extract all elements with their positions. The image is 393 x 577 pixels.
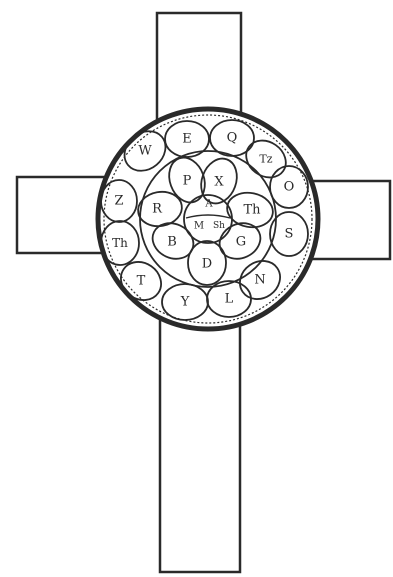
outer-letter-e: E: [182, 132, 192, 147]
outer-letter-o: O: [284, 180, 295, 195]
middle-letter-g: G: [236, 235, 246, 250]
outer-letter-s: S: [285, 227, 294, 242]
outer-letter-tz: Tz: [259, 153, 272, 166]
middle-letter-p: P: [183, 174, 192, 189]
middle-letter-th: Th: [243, 203, 261, 218]
center-letter-sh: Sh: [213, 221, 225, 231]
middle-letter-d: D: [202, 257, 212, 272]
outer-letter-t: T: [137, 274, 146, 289]
outer-letter-th: Th: [112, 236, 128, 250]
outer-letter-l: L: [225, 292, 234, 307]
center-letter-m: M: [194, 221, 204, 232]
middle-letter-r: R: [152, 202, 163, 217]
outer-letter-w: W: [138, 144, 152, 159]
outer-letter-z: Z: [114, 194, 123, 209]
outer-letter-y: Y: [180, 295, 190, 310]
center-letter-a: A: [204, 199, 213, 210]
middle-letter-x: X: [214, 175, 224, 190]
outer-letter-q: Q: [227, 131, 238, 146]
outer-letter-n: N: [254, 273, 265, 288]
cross-bottom-arm: [160, 300, 240, 572]
middle-letter-b: B: [167, 235, 177, 250]
